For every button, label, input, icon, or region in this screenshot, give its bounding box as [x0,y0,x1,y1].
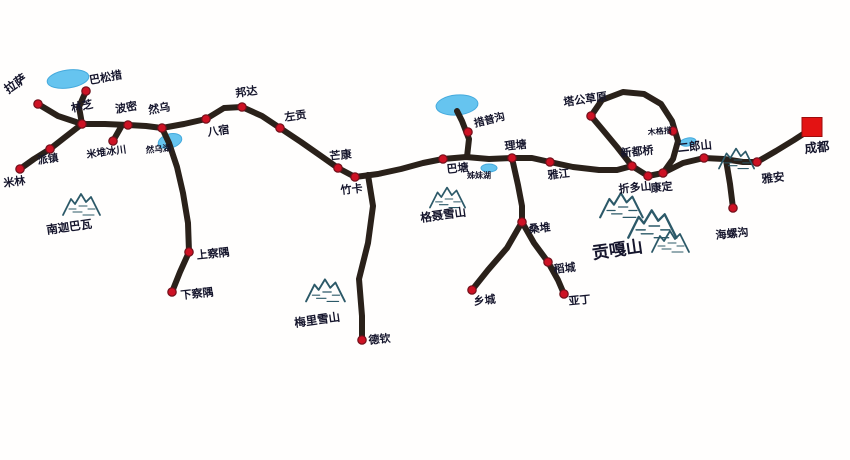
place-label: 波密 [114,98,138,116]
road-lhasa-ranwu [35,101,165,131]
city-marker [15,164,25,174]
city-marker [658,168,668,178]
place-label: 理塘 [504,137,527,153]
city-marker [699,153,709,163]
place-label: 上察隅 [196,245,230,262]
place-label: 下察隅 [180,285,214,302]
place-label: 措普沟 [473,110,507,130]
place-label: 八宿 [205,122,230,139]
city-marker [77,119,87,129]
city-marker [545,157,555,167]
place-label: 林芝 [70,97,94,115]
place-label: 姊妹湖 [467,170,491,180]
place-label: 康定 [650,179,673,195]
road-deqin-branch [356,172,376,343]
city-marker [81,86,91,96]
lake-zimei-lake [480,163,498,173]
place-label: 米林 [1,173,26,190]
mountain-icon-erlangshan-peak [718,147,755,170]
place-label: 塔公草原 [562,89,608,109]
city-marker [201,114,211,124]
place-label: 巴塘 [446,160,469,176]
mountain-ridge [429,186,466,209]
road-tagong-loop [588,89,681,176]
road-chayu-branch [159,125,192,295]
road-ranwu-xinduqiao [159,104,635,180]
place-label: 然乌 [147,99,171,117]
place-label: 折多山 [618,179,652,196]
mountain-icon-gongga-peak-3 [651,230,690,253]
city-marker [643,171,653,181]
place-label: 梅里雪山 [293,310,341,330]
place-label: 稻城 [553,260,576,276]
mountain-ridge [305,278,346,303]
place-label: 米堆冰川 [86,143,127,161]
mountain-ridge [627,209,678,239]
place-label: 巴松措 [88,67,123,87]
road-basongcuo-spur [76,88,89,127]
place-label: 新都桥 [620,143,655,160]
place-label: 雅安 [760,170,785,186]
place-label: 左贡 [282,107,307,124]
road-hailuogou-spur [723,157,736,211]
place-label: 乡城 [473,292,496,308]
place-label: 桑堆 [527,220,551,236]
city-marker [463,127,473,137]
road-kangding-chengdu [660,126,814,176]
city-marker [157,123,167,133]
mountain-icon-genie-xueshan-peak [429,186,466,209]
city-marker [668,126,678,136]
mountain-ridge [599,192,644,219]
mountain-icon-meili-xueshan-peak [305,278,346,303]
city-marker [237,102,247,112]
city-marker [333,163,343,173]
place-label: 亚丁 [568,293,591,308]
city-marker [543,257,553,267]
city-marker [517,217,527,227]
city-marker [357,335,367,345]
place-label: 然乌湖 [144,143,172,156]
place-label: 雅江 [547,166,570,182]
place-label: 拉萨 [1,70,29,96]
place-label: 格聂雪山 [419,205,467,225]
city-marker [108,136,118,146]
place-label: 二郎山 [677,137,713,155]
mountain-icon-nanjiabawa-peak [62,193,101,216]
place-label: 芒康 [329,147,353,163]
place-label: 派镇 [37,151,60,167]
city-marker [33,99,43,109]
city-marker [752,157,762,167]
place-label: 南迦巴瓦 [45,217,93,237]
mountain-ridge [62,193,101,216]
place-label: 德钦 [367,331,391,347]
place-label: 木格措 [646,125,672,137]
city-marker [467,285,477,295]
city-marker [275,123,285,133]
city-marker [350,172,360,182]
mountain-ridge [718,147,755,170]
city-marker [586,111,596,121]
city-marker [184,247,194,257]
place-label: 贡嘎山 [591,237,644,264]
city-marker [728,203,738,213]
mountain-ridge [651,230,690,253]
mountain-icon-gongga-peak-1 [599,192,644,219]
city-marker [559,289,569,299]
place-label: 海螺沟 [715,225,749,242]
city-marker [45,144,55,154]
city-marker [167,287,177,297]
place-label: 成都 [804,138,831,156]
place-label: 竹卡 [339,181,363,197]
place-label: 邦达 [234,83,258,100]
city-marker [627,161,637,171]
city-marker [507,153,517,163]
city-marker [438,154,448,164]
lake-basong-cuo-lake [46,69,90,89]
destination-marker [801,117,823,137]
city-marker [123,120,133,130]
